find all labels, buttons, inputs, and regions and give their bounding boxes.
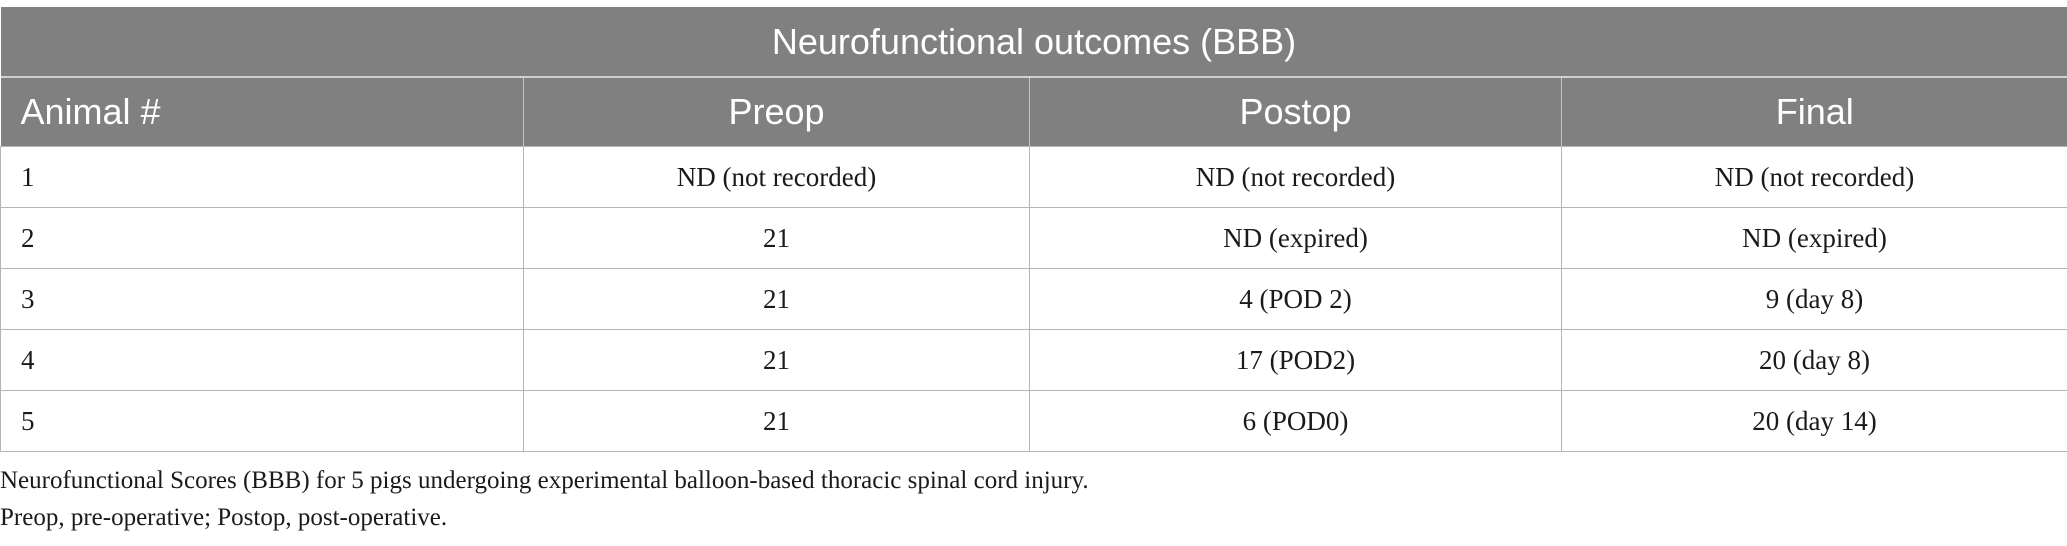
cell-postop: 4 (POD 2) <box>1029 268 1562 330</box>
cell-preop: 21 <box>523 329 1030 391</box>
column-header-preop: Preop <box>523 77 1030 147</box>
column-header-animal: Animal # <box>0 77 524 147</box>
cell-postop: ND (expired) <box>1029 207 1562 269</box>
table-title: Neurofunctional outcomes (BBB) <box>0 7 2067 78</box>
column-header-postop: Postop <box>1029 77 1562 147</box>
cell-preop: 21 <box>523 390 1030 452</box>
cell-preop: 21 <box>523 268 1030 330</box>
cell-postop: ND (not recorded) <box>1029 146 1562 208</box>
table-header-row: Animal # Preop Postop Final <box>0 77 2067 147</box>
table-row: 2 21 ND (expired) ND (expired) <box>0 207 2067 269</box>
cell-postop: 6 (POD0) <box>1029 390 1562 452</box>
table-row: 1 ND (not recorded) ND (not recorded) ND… <box>0 146 2067 208</box>
column-header-final: Final <box>1561 77 2067 147</box>
outcomes-table: Neurofunctional outcomes (BBB) Animal # … <box>0 7 2067 452</box>
cell-animal: 4 <box>0 329 524 391</box>
cell-animal: 5 <box>0 390 524 452</box>
cell-final: 20 (day 8) <box>1561 329 2067 391</box>
cell-animal: 1 <box>0 146 524 208</box>
abbreviations-note: Preop, pre-operative; Postop, post-opera… <box>0 504 448 531</box>
outcomes-table-container: Neurofunctional outcomes (BBB) Animal # … <box>0 7 2067 452</box>
table-title-row: Neurofunctional outcomes (BBB) <box>0 7 2067 78</box>
cell-preop: ND (not recorded) <box>523 146 1030 208</box>
table-caption: Neurofunctional Scores (BBB) for 5 pigs … <box>0 467 1089 494</box>
cell-final: 20 (day 14) <box>1561 390 2067 452</box>
cell-final: ND (not recorded) <box>1561 146 2067 208</box>
cell-postop: 17 (POD2) <box>1029 329 1562 391</box>
table-footnotes: Neurofunctional Scores (BBB) for 5 pigs … <box>0 462 1089 536</box>
cell-final: ND (expired) <box>1561 207 2067 269</box>
cell-final: 9 (day 8) <box>1561 268 2067 330</box>
table-row: 5 21 6 (POD0) 20 (day 14) <box>0 390 2067 452</box>
cell-animal: 3 <box>0 268 524 330</box>
cell-animal: 2 <box>0 207 524 269</box>
table-row: 3 21 4 (POD 2) 9 (day 8) <box>0 268 2067 330</box>
cell-preop: 21 <box>523 207 1030 269</box>
table-row: 4 21 17 (POD2) 20 (day 8) <box>0 329 2067 391</box>
